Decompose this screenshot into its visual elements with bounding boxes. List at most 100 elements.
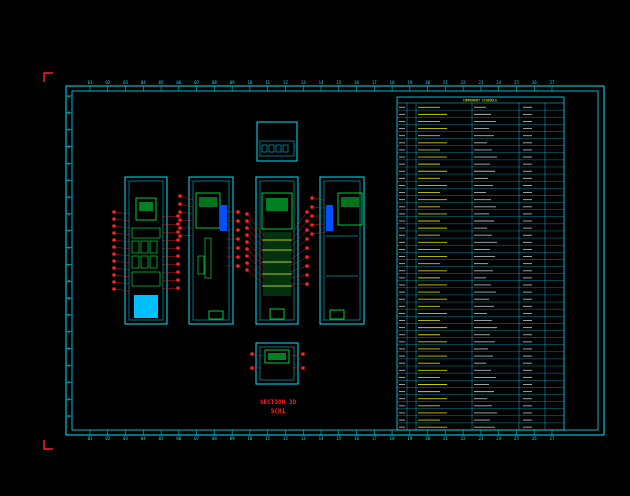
callout-bubble	[305, 219, 309, 223]
callout-bubble	[112, 287, 116, 291]
callout-bubble	[178, 210, 182, 214]
schedule-columns	[406, 103, 546, 430]
callout-leader	[246, 262, 265, 279]
callout-leader	[289, 220, 308, 243]
callout-bubble	[176, 238, 180, 242]
scale-label: 16	[354, 436, 359, 441]
scale-label: 24	[496, 436, 501, 441]
cabinet-top-view	[256, 121, 298, 162]
callout-bubble	[305, 228, 309, 232]
scale-label: 08	[212, 80, 217, 85]
callout-leader	[113, 253, 131, 257]
scale-label: 01	[88, 436, 93, 441]
callout-bubble	[236, 255, 240, 259]
scale-label: 11	[265, 80, 270, 85]
scale-label: H	[68, 212, 70, 216]
scale-label: 19	[407, 80, 412, 85]
scale-label: 26	[532, 80, 537, 85]
scale-label: A	[68, 94, 71, 98]
callout-leader	[289, 238, 308, 255]
scale-label: 26	[532, 436, 537, 441]
callout-bubble	[176, 262, 180, 266]
callout-bubble	[176, 230, 180, 234]
scale-label: G	[68, 195, 70, 199]
callout-leader	[179, 195, 194, 201]
viewport-corner-marks	[43, 72, 53, 450]
callout-leader	[289, 274, 308, 279]
callout-leader	[113, 267, 131, 271]
scale-label: 06	[176, 436, 181, 441]
callout-leader	[311, 197, 325, 201]
callout-leader	[113, 218, 131, 222]
callout-bubble	[112, 273, 116, 277]
callout-bubble	[305, 264, 309, 268]
callout-bubble	[305, 237, 309, 241]
callout-leader	[113, 211, 131, 215]
scale-label: 19	[407, 436, 412, 441]
scale-label: N	[68, 297, 70, 301]
scale-label: E	[68, 162, 70, 166]
callout-bubble	[112, 217, 116, 221]
scale-label: 17	[372, 436, 377, 441]
callout-bubble	[310, 232, 314, 236]
callout-leader	[179, 203, 194, 208]
callout-bubble	[178, 226, 182, 230]
scale-label: D	[68, 145, 70, 149]
callout-leader	[113, 239, 131, 243]
callout-bubble	[310, 223, 314, 227]
callout-bubble	[245, 226, 249, 230]
callout-leader	[246, 234, 265, 255]
callout-bubble	[250, 366, 254, 370]
component-schedule-table: COMPONENT SCHEDULE	[396, 96, 565, 431]
callout-bubble	[236, 228, 240, 232]
scale-label: 12	[283, 80, 288, 85]
scale-label: J	[68, 229, 70, 233]
callout-leader	[113, 288, 131, 292]
callout-bubble	[112, 238, 116, 242]
scale-label: 14	[319, 436, 324, 441]
scale-label: 04	[141, 80, 146, 85]
scale-label: P	[68, 313, 70, 317]
scale-label: 22	[461, 436, 466, 441]
scale-label: 04	[141, 436, 146, 441]
callout-bubble	[236, 237, 240, 241]
schedule-rows	[397, 106, 564, 428]
sheet-outer-border	[65, 85, 605, 436]
callout-leader	[113, 281, 131, 285]
scale-label: U	[68, 398, 70, 402]
scale-label: S	[68, 364, 70, 368]
callout-leader	[113, 246, 131, 250]
scale-label: F	[68, 179, 70, 183]
scale-label: L	[68, 263, 70, 267]
callout-bubble	[236, 264, 240, 268]
scale-label: 06	[176, 80, 181, 85]
scale-label: 21	[443, 436, 448, 441]
scale-label: 23	[479, 436, 484, 441]
callout-leader	[113, 260, 131, 264]
callout-bubble	[112, 210, 116, 214]
callout-bubble	[305, 282, 309, 286]
callout-bubble	[310, 196, 314, 200]
scale-label: T	[68, 381, 71, 385]
scale-label: 13	[301, 80, 306, 85]
scale-label: M	[68, 280, 71, 284]
scale-label: 09	[230, 436, 235, 441]
scale-label: 25	[514, 436, 519, 441]
callout-leader	[311, 223, 325, 226]
callout-bubble	[236, 219, 240, 223]
cabinet-elevation-4	[319, 176, 365, 325]
scale-label: 17	[372, 80, 377, 85]
callout-bubble	[176, 270, 180, 274]
section-subtitle: SCH1	[270, 408, 286, 415]
callout-bubble	[236, 210, 240, 214]
scale-label: 10	[248, 80, 253, 85]
callout-bubble	[236, 246, 240, 250]
callout-bubble	[305, 255, 309, 259]
callout-bubble	[176, 286, 180, 290]
scale-label: 15	[336, 80, 341, 85]
sheet-inner-border	[71, 90, 599, 431]
callout-bubble	[310, 214, 314, 218]
scale-label: 02	[105, 436, 110, 441]
